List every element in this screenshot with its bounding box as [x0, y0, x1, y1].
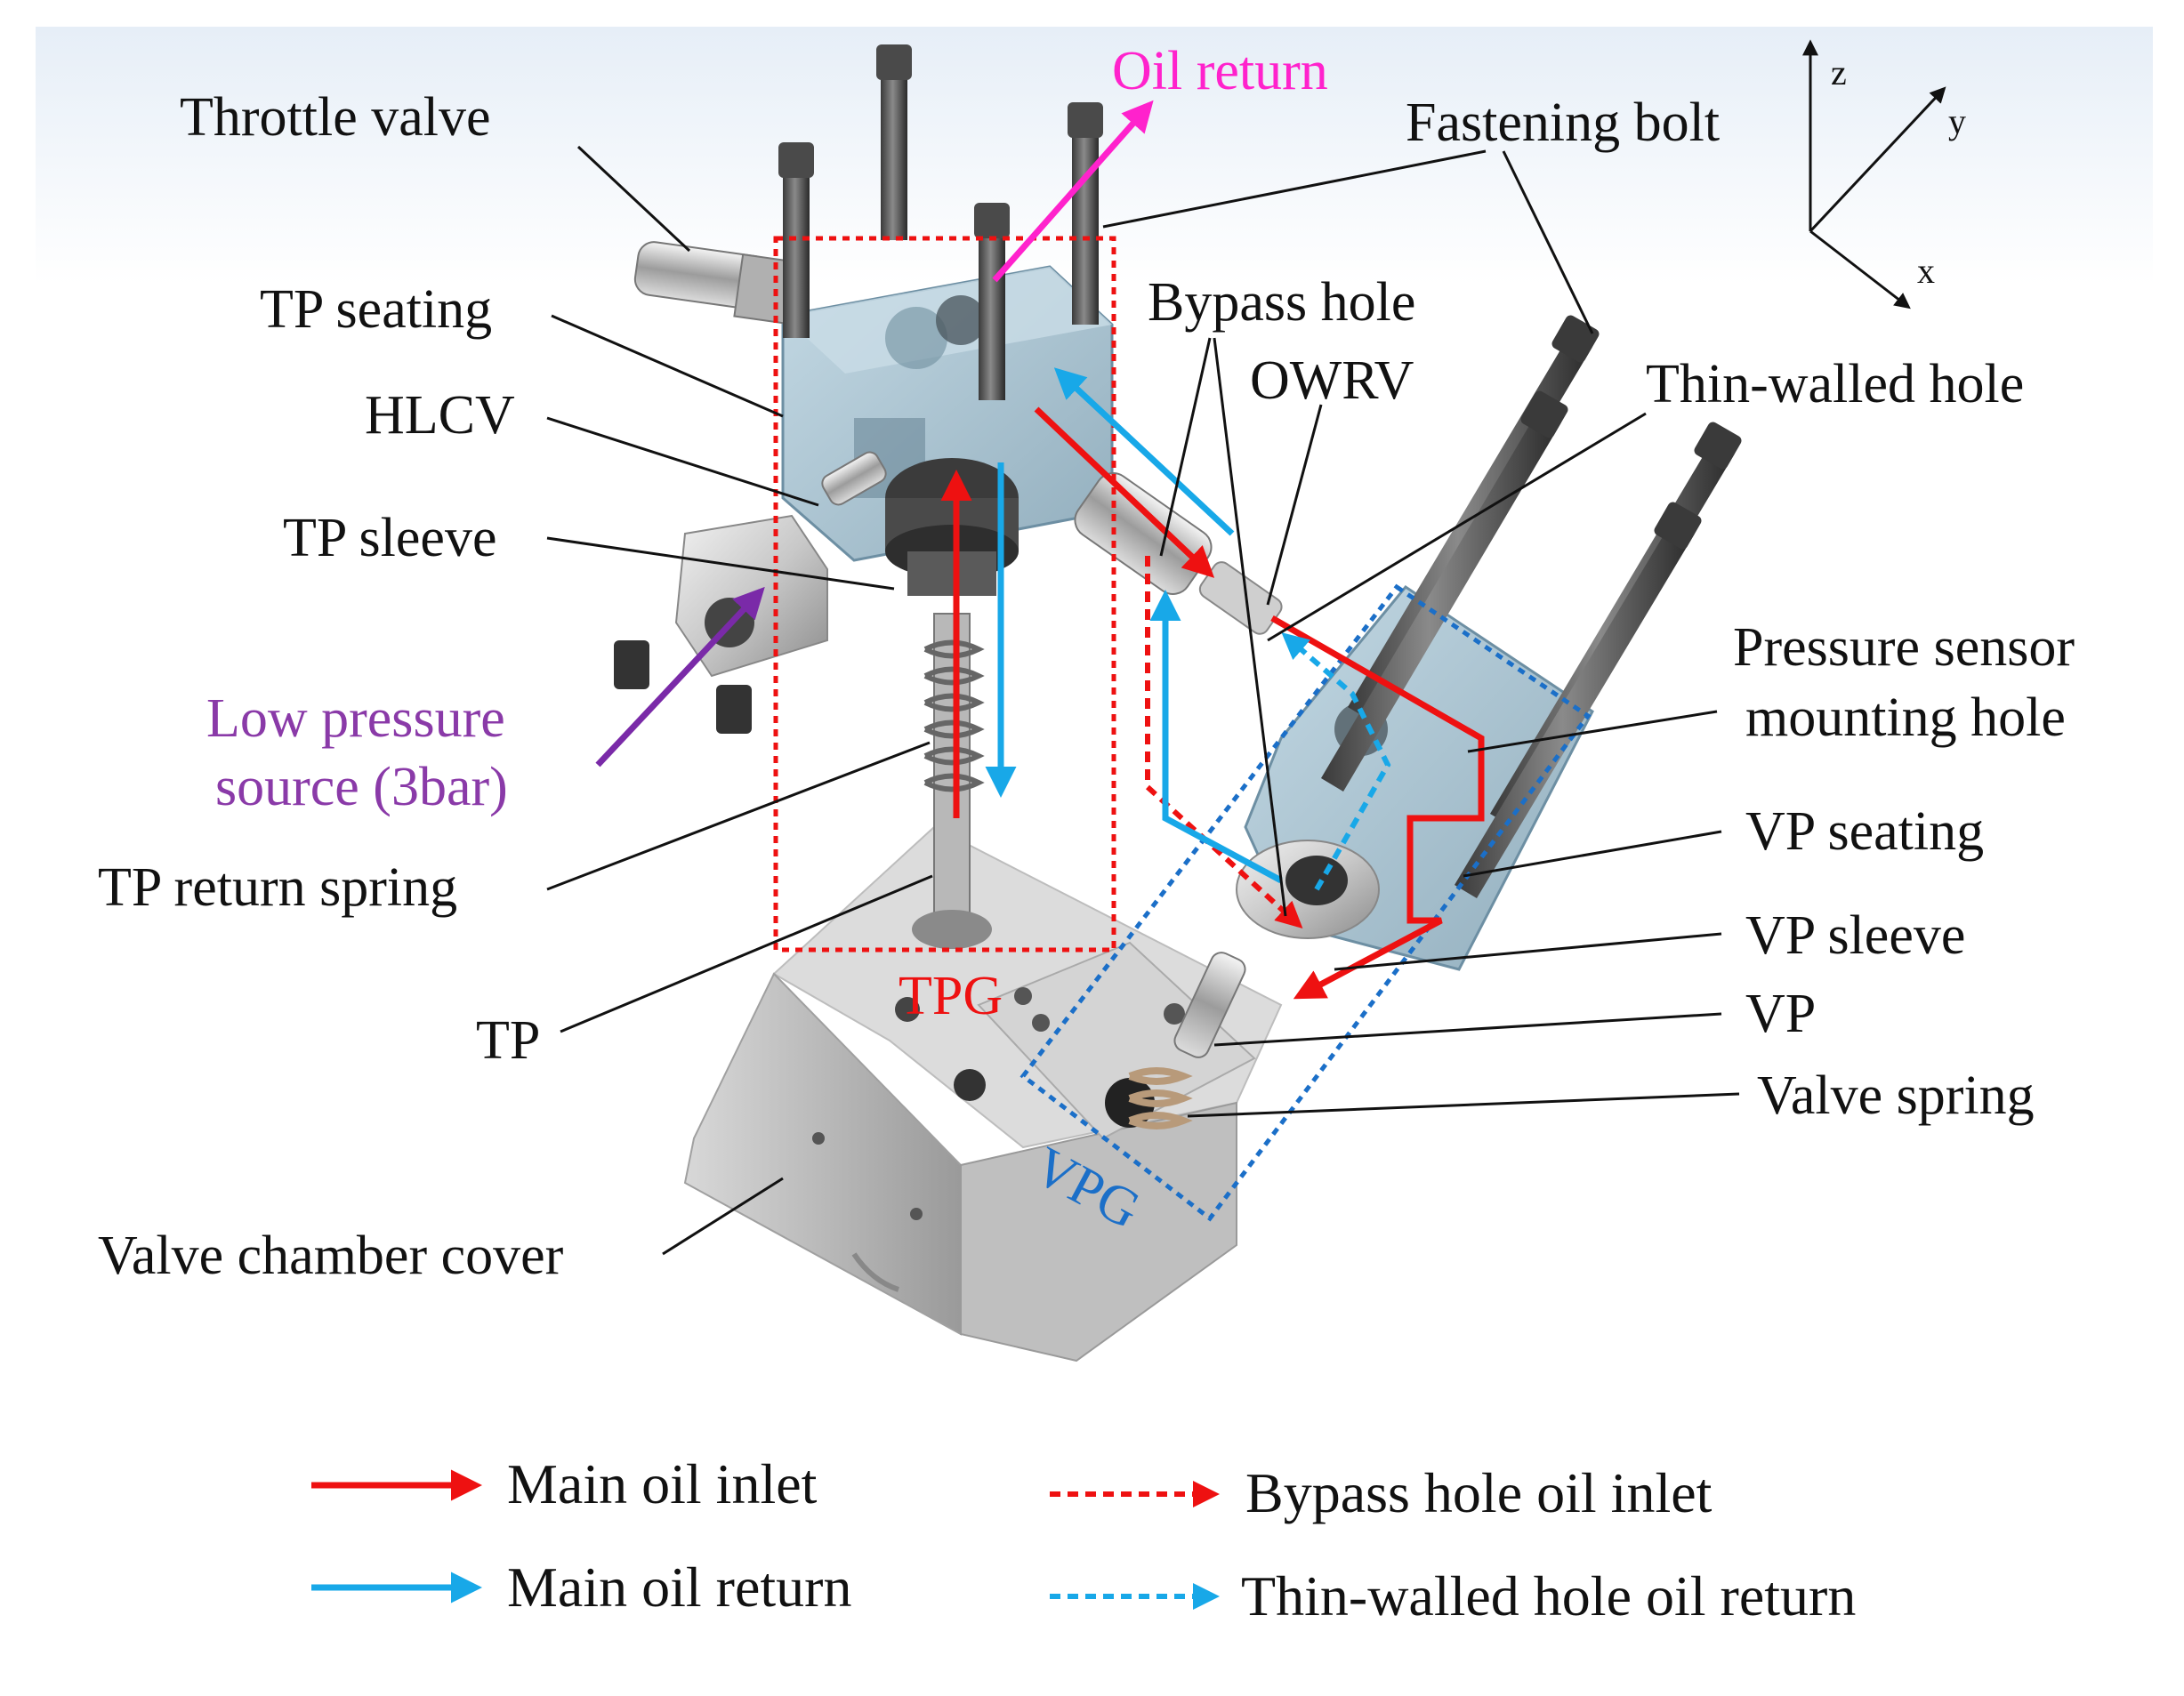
legend-bypass-inlet-label: Bypass hole oil inlet [1245, 1461, 1713, 1524]
coordinate-axes: z y x [1802, 39, 1966, 309]
label-pressure-sensor-line1: Pressure sensor [1733, 617, 2075, 678]
vp-main-inlet-path [1270, 615, 1485, 1000]
leader-hlcv [546, 416, 819, 507]
low-pressure-flange [614, 514, 828, 734]
leader-valve-spring [1187, 1092, 1740, 1118]
legend: Main oil inlet Main oil return Bypass ho… [311, 1452, 1856, 1628]
label-tp-sleeve: TP sleeve [283, 508, 496, 568]
label-fastening-bolt: Fastening bolt [1406, 92, 1720, 153]
axis-y-label: y [1948, 101, 1966, 141]
label-valve-chamber-cover: Valve chamber cover [98, 1226, 564, 1286]
tpg-group-box [773, 236, 1116, 952]
label-tp: TP [476, 1010, 540, 1071]
label-tpg: TPG [899, 966, 1003, 1026]
valve-spring-part [1128, 1067, 1193, 1129]
bypass-inlet-path [1145, 556, 1303, 929]
label-low-pressure-line2: source (3bar) [215, 757, 508, 817]
thin-walled-return-path [1281, 632, 1391, 891]
leader-throttle-valve [576, 145, 691, 253]
label-bypass-hole: Bypass hole [1148, 272, 1415, 333]
axis-x-label: x [1917, 251, 1935, 291]
leader-thin-walled-hole [1267, 412, 1647, 642]
owrv-main-return-arrow [1053, 367, 1235, 536]
label-throttle-valve: Throttle valve [180, 87, 490, 148]
leader-fastening-bolt-1 [1102, 149, 1487, 229]
leader-tp-seating [551, 314, 784, 418]
leader-vp [1213, 1012, 1722, 1047]
label-vp: VP [1745, 984, 1816, 1044]
valve-chamber-cover-body [683, 825, 1283, 1362]
leader-bypass-hole-1 [1159, 337, 1212, 557]
leader-valve-chamber-cover [662, 1177, 784, 1256]
label-thin-walled-hole: Thin-walled hole [1646, 354, 2024, 414]
label-owrv: OWRV [1250, 350, 1414, 411]
label-valve-spring: Valve spring [1757, 1065, 2035, 1126]
hlcv-part [821, 451, 887, 506]
low-pressure-arrow [595, 586, 765, 768]
leader-fastening-bolt-2 [1502, 150, 1594, 334]
leader-owrv [1266, 404, 1323, 606]
owrv-main-inlet-arrow [1034, 406, 1215, 578]
leader-tp-sleeve [546, 536, 895, 591]
axis-z-label: z [1831, 52, 1847, 92]
leader-tp-return-spring [546, 741, 931, 891]
legend-thin-walled-return-label: Thin-walled hole oil return [1241, 1564, 1856, 1628]
vp-main-return-path [1149, 590, 1283, 884]
vpg-group-box [1019, 583, 1592, 1222]
label-hlcv: HLCV [365, 385, 515, 446]
tp-return-spring-part [912, 613, 992, 949]
vp-fastening-bolts [1321, 315, 1742, 898]
label-tp-return-spring: TP return spring [98, 857, 457, 918]
throttle-valve-part [633, 241, 797, 325]
legend-main-oil-inlet-label: Main oil inlet [507, 1452, 818, 1515]
legend-main-oil-return-label: Main oil return [507, 1555, 851, 1619]
leader-vp-sleeve [1334, 932, 1722, 971]
label-vp-seating: VP seating [1745, 801, 1984, 862]
leader-tp [560, 874, 933, 1033]
label-oil-return: Oil return [1112, 41, 1328, 101]
label-vp-sleeve: VP sleeve [1745, 905, 1965, 966]
vp-part [1173, 952, 1246, 1058]
label-low-pressure-line1: Low pressure [206, 688, 505, 749]
label-tp-seating: TP seating [260, 279, 492, 340]
vp-sleeve-part [1236, 840, 1380, 939]
leader-bypass-hole-2 [1213, 337, 1287, 917]
label-pressure-sensor-line2: mounting hole [1745, 687, 2066, 748]
leader-pressure-sensor [1467, 710, 1718, 753]
tp-sleeve-part [885, 458, 1019, 596]
leader-vp-seating [1463, 830, 1722, 878]
tp-fastening-bolts [778, 44, 1103, 400]
oil-return-arrow [992, 100, 1154, 283]
